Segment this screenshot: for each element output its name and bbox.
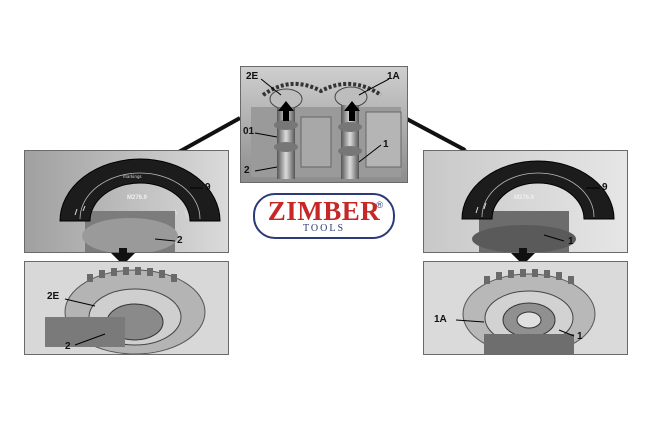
left-sprocket-panel: 2E 2	[24, 261, 229, 355]
tool-label: M276.9	[514, 195, 535, 201]
connector-right	[404, 116, 466, 152]
callout-1A: 1A	[434, 314, 447, 325]
callout-1: 1	[568, 236, 574, 247]
right-sprocket-panel: 1A 1	[423, 261, 628, 355]
callout-2: 2	[65, 341, 71, 352]
tool-label: M276.9	[127, 195, 148, 201]
callout-01: 01	[243, 126, 255, 137]
logo-tools-text: TOOLS	[302, 223, 346, 234]
logo-registered-mark: ®	[376, 200, 383, 210]
zimber-tools-logo: ZIMBER ® TOOLS	[253, 193, 395, 239]
left-tool-panel: markings M276.9 9 2	[24, 150, 229, 253]
callout-1: 1	[577, 331, 583, 342]
svg-text:markings: markings	[123, 174, 142, 179]
arrow-stem-right	[519, 248, 527, 254]
engine-top-panel: 2E 1A 01 1 2	[240, 66, 408, 183]
callout-2E: 2E	[246, 71, 259, 82]
arrow-up-left	[278, 101, 294, 121]
arrow-stem-left	[119, 248, 127, 254]
callout-1: 1	[383, 139, 389, 150]
callout-2E: 2E	[47, 291, 60, 302]
logo-wordmark: ZIMBER	[267, 196, 381, 226]
arrow-up-right	[344, 101, 360, 121]
callout-9: 9	[205, 182, 211, 193]
callout-1A: 1A	[387, 71, 400, 82]
callout-9: 9	[602, 182, 608, 193]
right-tool-panel: M276.9 9 1	[423, 150, 628, 253]
callout-2: 2	[177, 235, 183, 246]
callout-2: 2	[244, 165, 250, 176]
